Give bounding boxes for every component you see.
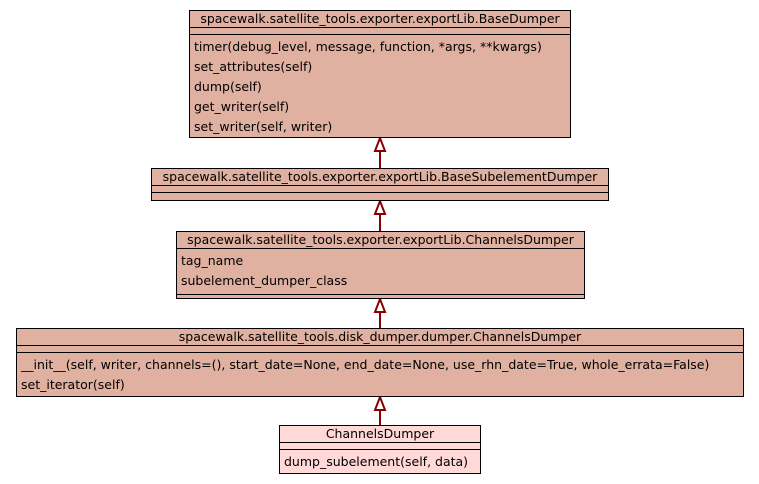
class-title: spacewalk.satellite_tools.exporter.expor… — [152, 169, 608, 186]
method: set_writer(self, writer) — [194, 119, 333, 134]
class-title: spacewalk.satellite_tools.exporter.expor… — [177, 232, 584, 249]
class-base-subelement-dumper: spacewalk.satellite_tools.exporter.expor… — [151, 168, 609, 201]
attributes-section — [190, 28, 570, 35]
class-title: spacewalk.satellite_tools.exporter.expor… — [190, 11, 570, 28]
methods-section: __init__(self, writer, channels=(), star… — [17, 353, 743, 396]
class-title: spacewalk.satellite_tools.disk_dumper.du… — [17, 329, 743, 346]
methods-section — [177, 295, 584, 301]
attributes-section — [17, 346, 743, 353]
method: dump(self) — [194, 79, 262, 94]
attributes-section — [280, 443, 480, 450]
inherit-arrowhead-2 — [373, 198, 387, 215]
methods-section — [152, 193, 608, 199]
method: set_iterator(self) — [21, 377, 125, 392]
attribute: subelement_dumper_class — [181, 273, 348, 288]
method: set_attributes(self) — [194, 59, 313, 74]
method: dump_subelement(self, data) — [284, 454, 469, 469]
class-exportlib-channels-dumper: spacewalk.satellite_tools.exporter.expor… — [176, 231, 585, 299]
inherit-arrowhead-4 — [373, 394, 387, 411]
method: timer(debug_level, message, function, *a… — [194, 39, 542, 54]
inherit-arrowhead-3 — [373, 296, 387, 313]
method: get_writer(self) — [194, 99, 290, 114]
class-disk-dumper-channels-dumper: spacewalk.satellite_tools.disk_dumper.du… — [16, 328, 744, 397]
attributes-section — [152, 186, 608, 193]
inherit-arrowhead-1 — [373, 135, 387, 152]
class-title: ChannelsDumper — [280, 426, 480, 443]
methods-section: timer(debug_level, message, function, *a… — [190, 35, 570, 138]
class-channels-dumper[interactable]: ChannelsDumper dump_subelement(self, dat… — [279, 425, 481, 474]
class-base-dumper: spacewalk.satellite_tools.exporter.expor… — [189, 10, 571, 138]
attribute: tag_name — [181, 253, 244, 268]
method: __init__(self, writer, channels=(), star… — [21, 357, 710, 372]
methods-section: dump_subelement(self, data) — [280, 450, 480, 473]
attributes-section: tag_name subelement_dumper_class — [177, 249, 584, 295]
